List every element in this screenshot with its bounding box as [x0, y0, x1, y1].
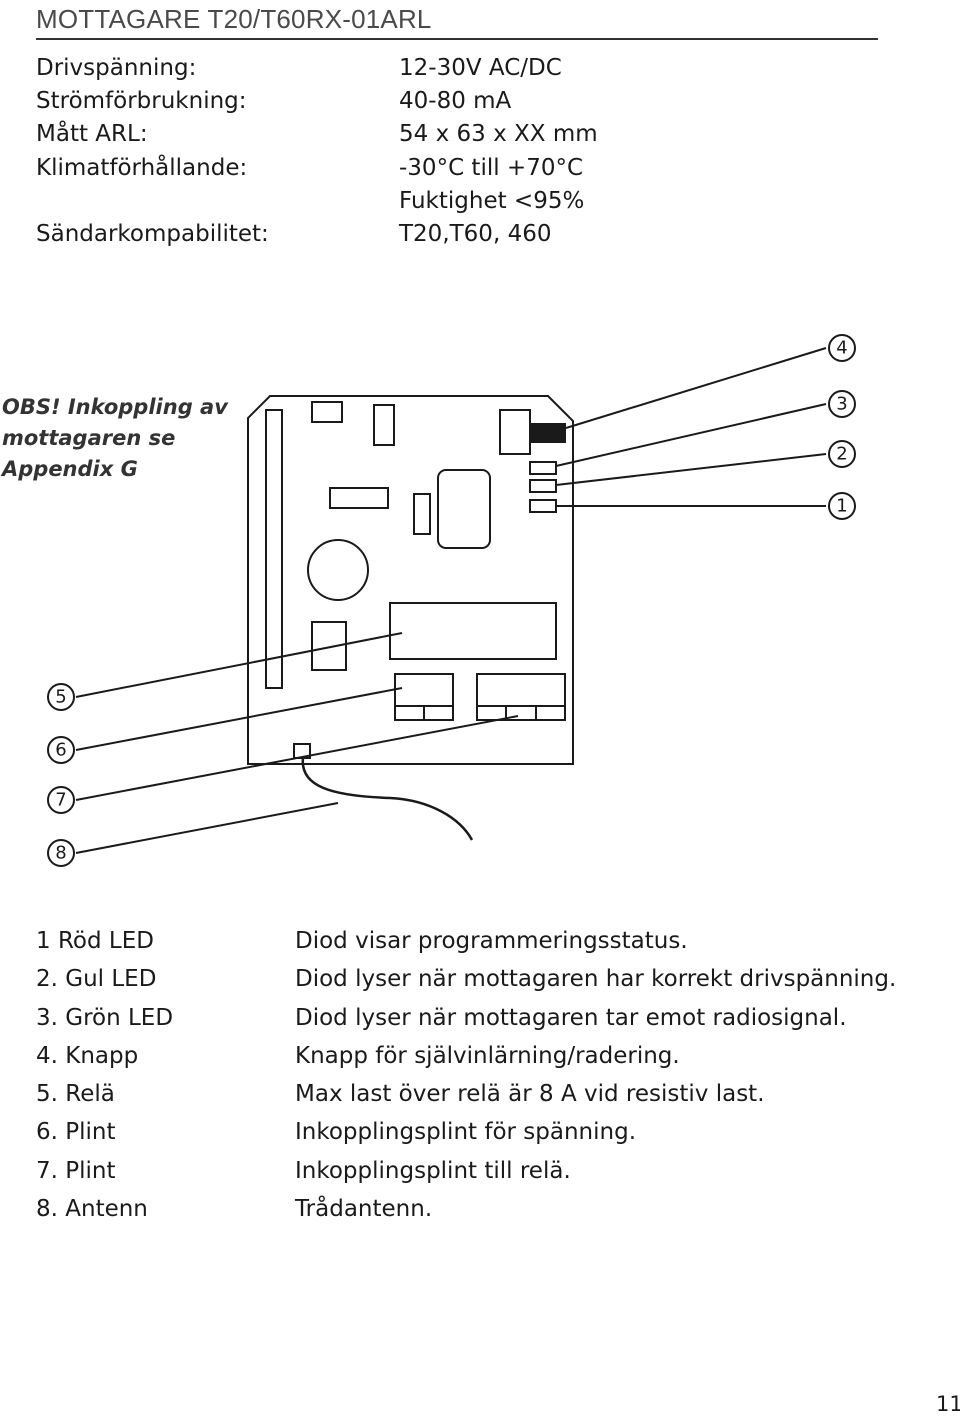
note-line: mottagaren se — [2, 426, 176, 450]
legend-desc: Trådantenn. — [295, 1196, 433, 1223]
legend-desc: Knapp för självinlärning/radering. — [295, 1042, 680, 1069]
note-line: Appendix G — [2, 457, 138, 481]
push-button-housing — [499, 409, 531, 455]
callout-number: 7 — [55, 790, 66, 811]
legend-name: 4. Knapp — [36, 1042, 139, 1069]
capacitor — [307, 539, 369, 601]
component — [413, 493, 431, 535]
callout-number: 5 — [55, 687, 66, 708]
relay — [389, 602, 557, 660]
push-button — [530, 423, 566, 443]
page-number: 11 — [936, 1392, 960, 1416]
legend-name: 6. Plint — [36, 1119, 116, 1146]
red-led — [529, 461, 557, 475]
legend-name: 3. Grön LED — [36, 1004, 174, 1031]
legend-desc: Inkopplingsplint till relä. — [295, 1157, 571, 1184]
chip — [329, 487, 389, 509]
component — [311, 401, 343, 423]
spec-label: Drivspänning: — [36, 55, 197, 81]
spec-value: 54 x 63 x XX mm — [399, 121, 598, 148]
yellow-led — [529, 479, 557, 493]
spec-label: Mått ARL: — [36, 121, 148, 148]
legend-desc: Max last över relä är 8 A vid resistiv l… — [295, 1081, 765, 1108]
legend-name: 7. Plint — [36, 1157, 116, 1184]
legend-desc: Inkopplingsplint för spänning. — [295, 1119, 637, 1146]
legend-desc: Diod lyser när mottagaren tar emot radio… — [295, 1004, 847, 1031]
callout-number: 8 — [55, 843, 66, 864]
page-title: MOTTAGARE T20/T60RX-01ARL — [36, 4, 432, 34]
appendix-note: OBS! Inkoppling av mottagaren se Appendi… — [2, 392, 228, 485]
spec-value: Fuktighet <95% — [399, 187, 585, 214]
crystal — [437, 469, 491, 549]
legend-name: 1 Röd LED — [36, 928, 154, 954]
receiver-board-diagram: 4 3 2 1 5 6 7 8 — [47, 334, 856, 867]
legend-desc: Diod visar programmeringsstatus. — [295, 928, 688, 954]
antenna-wire — [301, 757, 474, 841]
spec-label: Sändarkompabilitet: — [36, 220, 269, 247]
spec-value: 40-80 mA — [399, 88, 512, 115]
legend-desc: Diod lyser när mottagaren har korrekt dr… — [295, 966, 897, 993]
spec-value: T20,T60, 460 — [399, 220, 552, 247]
callout-number: 3 — [836, 394, 847, 415]
spec-label: Strömförbrukning: — [36, 88, 247, 115]
terminal-strip — [265, 409, 283, 689]
note-line: OBS! Inkoppling av — [2, 395, 228, 419]
callout-number: 1 — [836, 496, 847, 517]
board-outline — [247, 395, 574, 765]
callout-number: 6 — [55, 740, 66, 761]
component — [373, 404, 395, 446]
legend-name: 5. Relä — [36, 1081, 115, 1108]
green-led — [529, 499, 557, 513]
spec-label: Klimatförhållande: — [36, 154, 248, 181]
callout-number: 2 — [836, 444, 847, 465]
component — [311, 621, 347, 671]
legend-name: 2. Gul LED — [36, 966, 157, 993]
spec-value: 12-30V AC/DC — [399, 55, 562, 81]
relay-terminal — [476, 673, 566, 721]
spec-value: -30°C till +70°C — [399, 154, 584, 181]
callout-number: 4 — [836, 338, 847, 359]
title-rule — [36, 38, 878, 40]
legend-name: 8. Antenn — [36, 1196, 148, 1223]
